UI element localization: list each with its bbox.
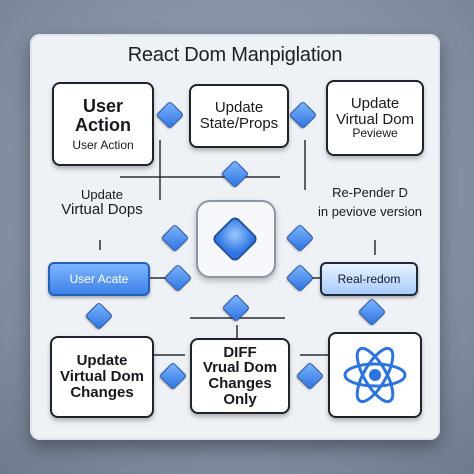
- diff-line4: Only: [223, 390, 257, 408]
- user-action-line1: User: [82, 95, 124, 116]
- react-logo-card: [328, 332, 422, 418]
- update-virtual-dom-card: Update Virtual Dom Peviewe: [326, 80, 424, 156]
- update-state-card: Update State/Props: [189, 84, 289, 148]
- update-state-line1: Update: [214, 99, 264, 117]
- user-action-pill: User Acate: [48, 262, 150, 296]
- update-vdom-changes-line2: Virtual Dom: [60, 368, 144, 386]
- user-action-line2: Action: [75, 114, 131, 135]
- update-state-line2: State/Props: [199, 115, 279, 132]
- diagram-title: React Dom Manpiglation: [127, 44, 343, 66]
- update-virtual-dom-line2: Virtual Dom: [335, 110, 415, 128]
- diff-line3: Changes: [208, 375, 272, 392]
- update-virtual-dops-label: Update Virtual Dops: [52, 187, 152, 219]
- user-action-line3: User Action: [72, 137, 134, 152]
- re-render-line1: Re-Pender D: [332, 185, 408, 200]
- user-action-card: User Action User Action: [52, 82, 154, 166]
- update-virtual-dops-line2: Virtual Dops: [61, 201, 143, 219]
- update-virtual-dops-line1: Update: [81, 187, 123, 202]
- update-vdom-changes-line1: Update: [76, 352, 128, 370]
- real-dom-pill: Real-redom: [320, 262, 418, 296]
- diff-card: DIFF Vrual Dom Changes Only: [190, 338, 290, 414]
- update-virtual-dom-line1: Update: [350, 94, 400, 112]
- diff-line2: Vrual Dom: [202, 359, 278, 377]
- re-render-line2: in peviove version: [317, 204, 423, 220]
- re-render-label: Re-Pender D in peviove version: [300, 185, 440, 220]
- update-virtual-dom-line3: Peviewe: [352, 126, 398, 141]
- update-vdom-changes-card: Update Virtual Dom Changes: [50, 336, 154, 418]
- react-atom-icon: [343, 346, 407, 404]
- update-vdom-changes-line3: Changes: [70, 383, 134, 401]
- diff-line1: DIFF: [223, 343, 257, 361]
